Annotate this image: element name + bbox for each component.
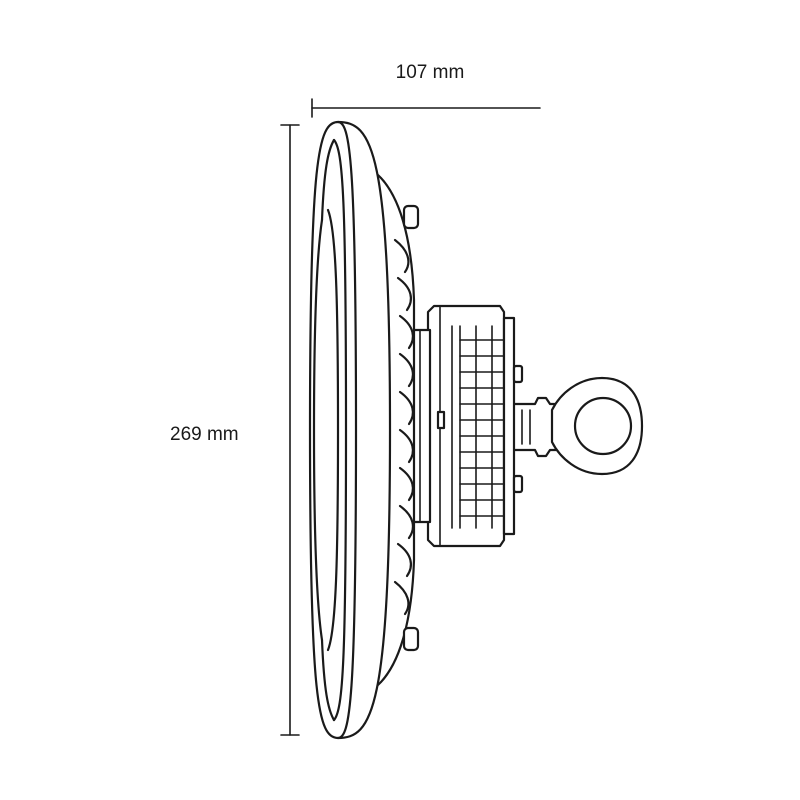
width-dimension-label: 107 mm	[395, 62, 465, 83]
height-dimension-line	[280, 124, 300, 736]
driver-housing	[426, 304, 524, 548]
hanging-ring-icon	[510, 376, 644, 476]
width-dimension-line	[311, 98, 541, 118]
height-dimension-label: 269 mm	[170, 424, 239, 445]
lamp-disc-body	[308, 120, 392, 740]
